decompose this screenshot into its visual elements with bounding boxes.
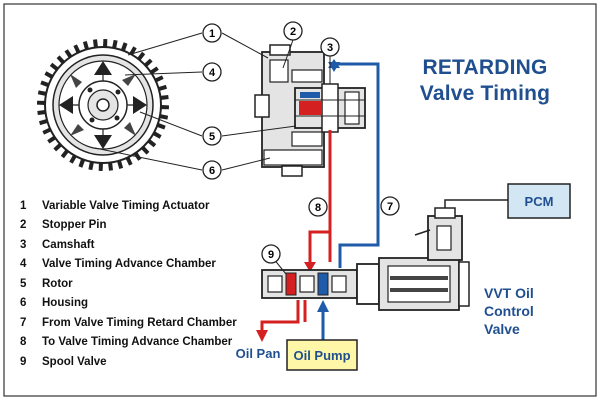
sprocket-tooth <box>160 105 169 110</box>
sprocket-tooth <box>37 100 46 105</box>
sprocket-tooth <box>37 110 46 115</box>
legend-number: 3 <box>20 238 27 251</box>
legend-number: 8 <box>20 336 27 349</box>
callout-3: 3 <box>327 42 333 54</box>
callout-1: 1 <box>209 28 215 40</box>
sprocket-tooth <box>37 90 47 96</box>
legend-row: 8 To Valve Timing Advance Chamber <box>20 333 237 353</box>
oil-pump-label: Oil Pump <box>293 348 350 363</box>
legend-row: 5 Rotor <box>20 274 237 294</box>
legend-row: 9 Spool Valve <box>20 352 237 372</box>
legend-number: 1 <box>20 199 27 212</box>
legend-number: 4 <box>20 258 27 271</box>
sprocket-tooth <box>93 39 98 48</box>
legend-label: Valve Timing Advance Chamber <box>42 258 216 271</box>
oil-passages <box>256 59 380 342</box>
sprocket-tooth <box>117 160 124 169</box>
sprocket-tooth <box>159 114 169 120</box>
sprocket-tooth <box>156 122 166 130</box>
vvt-oil-control-valve <box>261 207 470 311</box>
legend-row: 4 Valve Timing Advance Chamber <box>20 255 237 275</box>
vvt-label-line2: Control <box>484 303 534 319</box>
legend-label: Stopper Pin <box>42 219 107 232</box>
legend-row: 3 Camshaft <box>20 235 237 255</box>
legend-number: 9 <box>20 355 27 368</box>
legend-row: 1 Variable Valve Timing Actuator <box>20 196 237 216</box>
callout-6: 6 <box>209 165 215 177</box>
sprocket-tooth <box>108 162 113 171</box>
sprocket-tooth <box>152 131 162 139</box>
legend-number: 6 <box>20 297 27 310</box>
callout-8: 8 <box>315 202 321 214</box>
legend-label: Variable Valve Timing Actuator <box>42 199 210 212</box>
sprocket-tooth <box>82 41 89 50</box>
legend-number: 2 <box>20 219 27 232</box>
vvt-actuator-sprocket <box>37 39 169 171</box>
title-line-2: Valve Timing <box>419 82 551 105</box>
sprocket-tooth <box>88 161 94 171</box>
callout-circles: 1 2 3 4 5 6 7 8 9 <box>202 21 400 264</box>
pcm-wire <box>444 199 508 208</box>
sprocket-tooth <box>44 71 54 79</box>
pcm-label: PCM <box>525 194 554 209</box>
legend-number: 5 <box>20 277 27 290</box>
sprocket-tooth <box>129 46 137 56</box>
sprocket-tooth <box>73 44 81 54</box>
oil-pan-label: Oil Pan <box>236 346 281 361</box>
callout-leaders <box>94 32 331 275</box>
sprocket-tooth <box>78 158 86 168</box>
sprocket-tooth <box>42 127 52 135</box>
sprocket-teeth <box>37 39 169 171</box>
legend-row: 7 From Valve Timing Retard Chamber <box>20 313 237 333</box>
sprocket-tooth <box>158 84 167 91</box>
callout-4: 4 <box>209 67 216 79</box>
sprocket-tooth <box>125 156 133 166</box>
legend-label: Housing <box>42 297 88 310</box>
legend-row: 2 Stopper Pin <box>20 216 237 236</box>
sprocket-tooth <box>39 119 48 126</box>
pcm-box <box>507 183 571 219</box>
sprocket-tooth <box>40 80 50 88</box>
vvt-label-line1: VVT Oil <box>484 285 534 301</box>
legend-label: To Valve Timing Advance Chamber <box>42 336 233 349</box>
legend-label: Camshaft <box>42 238 95 251</box>
callout-9: 9 <box>268 249 274 261</box>
legend-label: Rotor <box>42 277 73 290</box>
sprocket-tooth <box>98 162 103 171</box>
title-line-1: RETARDING <box>422 56 548 79</box>
oil-pump-box <box>286 339 358 371</box>
sprocket-tooth <box>112 39 118 49</box>
legend: 1 Variable Valve Timing Actuator 2 Stopper… <box>20 196 237 372</box>
legend-label: From Valve Timing Retard Chamber <box>42 316 237 329</box>
callout-5: 5 <box>209 131 215 143</box>
camshaft-cross-section <box>254 44 366 177</box>
sprocket-tooth <box>103 39 108 48</box>
sprocket-tooth <box>120 42 128 52</box>
callout-2: 2 <box>290 26 296 38</box>
sprocket-tooth <box>160 95 169 100</box>
sprocket-tooth <box>154 75 164 83</box>
callout-7: 7 <box>387 201 393 213</box>
legend-number: 7 <box>20 316 27 329</box>
legend-label: Spool Valve <box>42 355 107 368</box>
vvt-label-line3: Valve <box>484 321 520 337</box>
sprocket-tooth <box>69 154 77 164</box>
legend-row: 6 Housing <box>20 294 237 314</box>
diagram-border <box>3 3 597 397</box>
